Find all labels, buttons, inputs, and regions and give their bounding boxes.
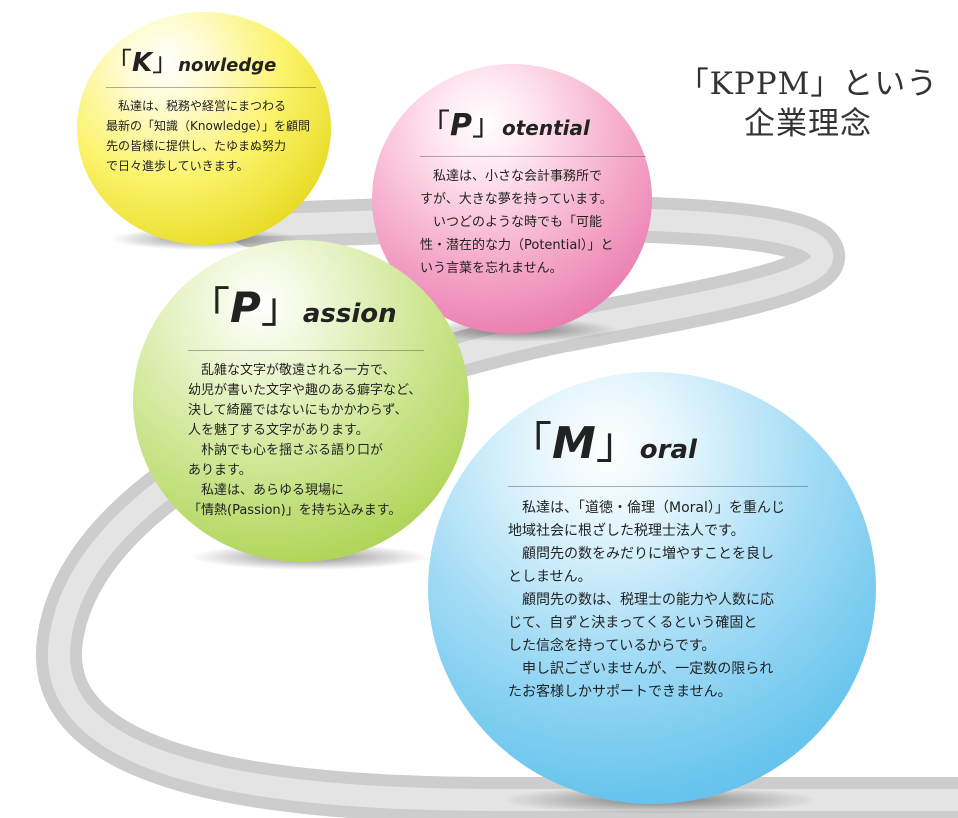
potential-open-bracket: 「 [420,108,450,143]
passion-block: 「P」assion 乱雑な文字が敬遠される一方で、 幼児が書いた文字や趣のある癖… [188,282,424,521]
moral-open-bracket: 「 [508,418,552,469]
potential-line: いう言葉を忘れません。 [420,261,563,276]
knowledge-heading-rest: nowledge [178,55,277,76]
knowledge-line: で日々進歩していきます。 [106,159,249,173]
knowledge-sphere [77,12,331,245]
passion-line: 乱雑な文字が敬遠される一方で、 [188,363,396,378]
knowledge-line: 先の皆様に提供し、たゆまぬ努力 [106,139,287,153]
passion-heading-rest: assion [302,299,397,329]
knowledge-block: 「K」nowledge 私達は、税務や経営にまつわる 最新の「知識（Knowle… [106,48,316,176]
knowledge-open-bracket: 「 [106,48,133,78]
moral-close-bracket: 」 [595,418,640,469]
passion-line: あります。 [188,463,252,478]
moral-sphere [428,372,876,804]
passion-letter: P [230,283,261,332]
passion-line: 人を魅了する文字があります。 [188,423,369,438]
title-line-2: 企業理念 [744,106,872,142]
moral-block: 「M」oral 私達は、「道徳・倫理（Moral）」を重んじ 地域社会に根ざした… [508,418,808,704]
knowledge-divider [106,87,316,88]
passion-line: 朴訥でも心を揺さぶる語り口が [188,443,384,458]
moral-line: じて、自ずと決まってくるという確固と [508,615,758,631]
knowledge-letter: K [132,48,153,78]
knowledge-heading: 「K」nowledge [106,48,316,81]
moral-line: たお客様しかサポートできません。 [508,684,732,700]
moral-divider [508,486,808,487]
moral-heading-rest: oral [639,435,697,465]
title-line-1: 「KPPM」という [677,66,939,102]
potential-close-bracket: 」 [472,108,502,143]
potential-heading-rest: otential [502,116,590,140]
potential-line: 私達は、小さな会計事務所で [420,169,603,184]
moral-line: 地域社会に根ざした税理士法人です。 [508,523,745,539]
passion-heading: 「P」assion [188,282,424,340]
moral-letter: M [552,418,596,469]
moral-line: としません。 [508,569,592,585]
page-title: 「KPPM」という 企業理念 [668,64,948,144]
moral-line: 私達は、「道徳・倫理（Moral）」を重んじ [508,500,785,516]
passion-line: 幼児が書いた文字や趣のある癖字など、 [188,383,422,398]
passion-line: 決して綺麗ではないにもかかわらず、 [188,403,408,418]
passion-sphere [133,240,469,562]
passion-line: 「情熱(Passion)」を持ち込みます。 [188,503,402,518]
moral-text: 私達は、「道徳・倫理（Moral）」を重んじ 地域社会に根ざした税理士法人です。… [508,497,808,704]
potential-line: すが、大きな夢を持っています。 [420,192,613,207]
passion-divider [188,350,424,351]
potential-heading: 「P」otential [420,108,646,146]
knowledge-text: 私達は、税務や経営にまつわる 最新の「知識（Knowledge）」を顧問 先の皆… [106,96,316,176]
moral-line: 顧問先の数は、税理士の能力や人数に応 [508,592,774,608]
potential-divider [420,156,646,157]
potential-line: 性・潜在的な力（Potential）」と [420,238,614,253]
passion-open-bracket: 「 [188,283,231,332]
passion-line: 私達は、あらゆる現場に [188,483,345,498]
potential-block: 「P」otential 私達は、小さな会計事務所で すが、大きな夢を持っています… [420,108,646,280]
passion-text: 乱雑な文字が敬遠される一方で、 幼児が書いた文字や趣のある癖字など、 決して綺麗… [188,361,424,521]
moral-line: した信念を持っているからです。 [508,638,716,654]
moral-line: 顧問先の数をみだりに増やすことを良し [508,546,774,562]
potential-letter: P [450,108,472,143]
moral-heading: 「M」oral [508,418,808,476]
knowledge-close-bracket: 」 [152,48,179,78]
potential-line: いつどのような時でも「可能 [420,215,603,230]
knowledge-line: 私達は、税務や経営にまつわる [106,99,287,113]
passion-close-bracket: 」 [260,283,303,332]
potential-text: 私達は、小さな会計事務所で すが、大きな夢を持っています。 いつどのような時でも… [420,165,646,280]
knowledge-line: 最新の「知識（Knowledge）」を顧問 [106,119,310,133]
moral-line: 申し訳ございませんが、一定数の限られ [508,661,774,677]
